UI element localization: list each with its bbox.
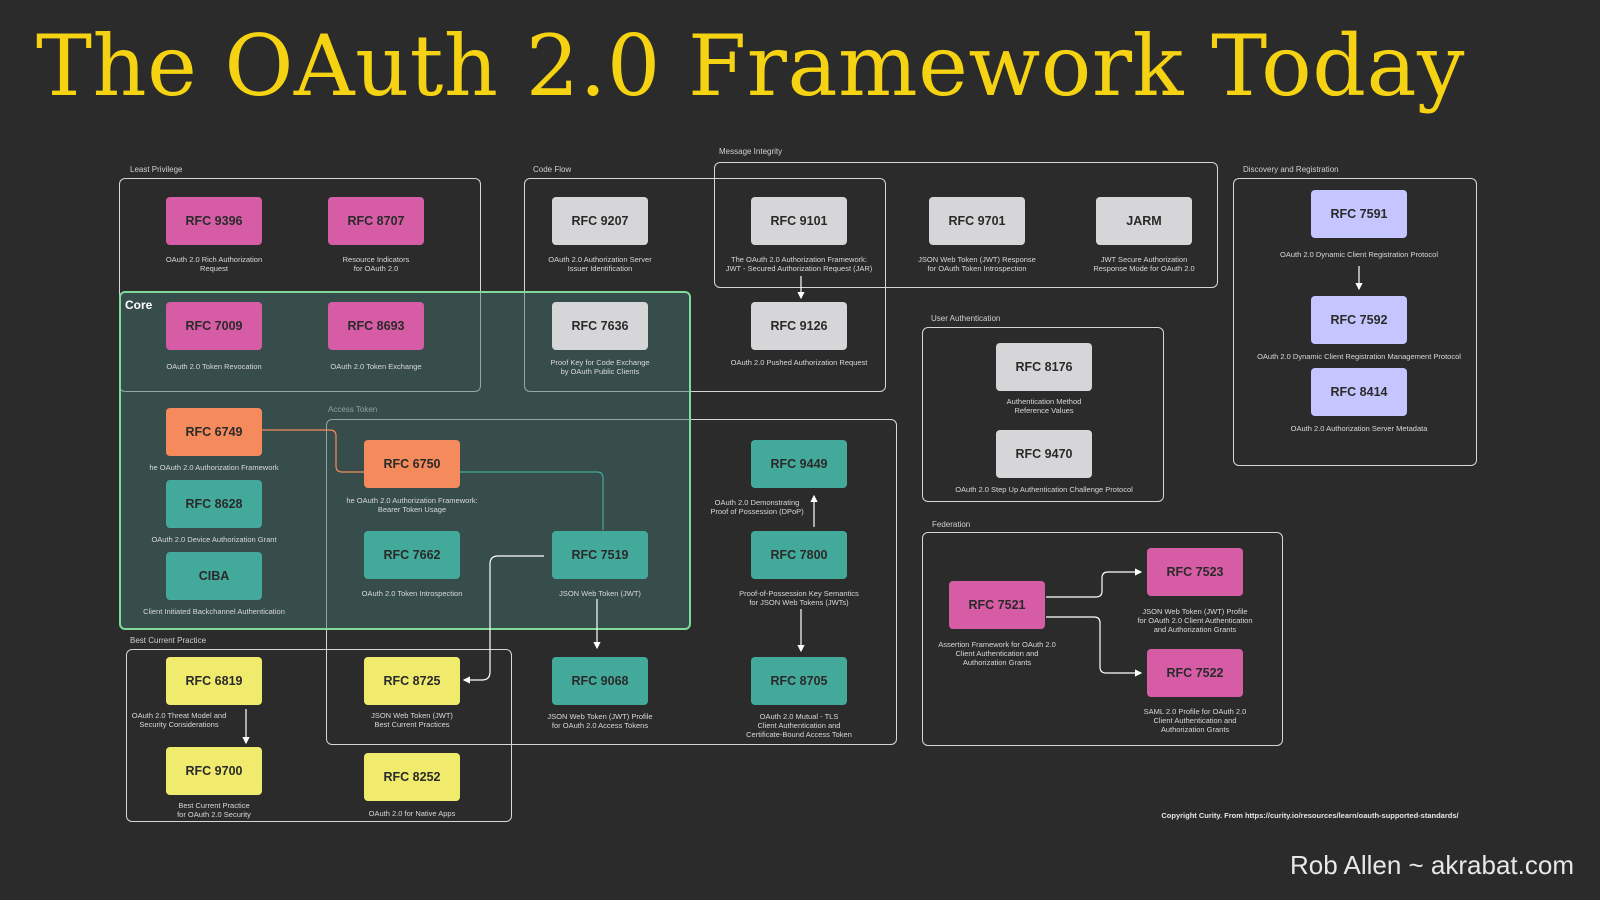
desc-rfc9126: OAuth 2.0 Pushed Authorization Request [730,358,868,367]
node-rfc9068[interactable]: RFC 9068 [552,657,648,705]
desc-rfc7519: JSON Web Token (JWT) [559,589,641,598]
node-rfc9701[interactable]: RFC 9701 [929,197,1025,245]
desc-rfc8725: JSON Web Token (JWT)Best Current Practic… [371,711,453,729]
desc-rfc8693: OAuth 2.0 Token Exchange [330,362,422,371]
group-label-core: Core [125,298,153,312]
node-rfc8628[interactable]: RFC 8628 [166,480,262,528]
group-label-bcp: Best Current Practice [130,636,207,645]
arrow-7521-7523 [1046,568,1143,598]
desc-rfc8252: OAuth 2.0 for Native Apps [368,809,456,818]
node-rfc9101[interactable]: RFC 9101 [751,197,847,245]
node-rfc8725[interactable]: RFC 8725 [364,657,460,705]
desc-rfc7009: OAuth 2.0 Token Revocation [166,362,262,371]
group-user-auth [922,327,1164,502]
group-access-token [326,419,897,745]
node-rfc8705[interactable]: RFC 8705 [751,657,847,705]
node-rfc7519[interactable]: RFC 7519 [552,531,648,579]
node-rfc7636[interactable]: RFC 7636 [552,302,648,350]
node-rfc7009[interactable]: RFC 7009 [166,302,262,350]
node-rfc9207[interactable]: RFC 9207 [552,197,648,245]
node-rfc6749[interactable]: RFC 6749 [166,408,262,456]
desc-rfc9470: OAuth 2.0 Step Up Authentication Challen… [955,485,1133,494]
node-rfc7591[interactable]: RFC 7591 [1311,190,1407,238]
node-rfc7800[interactable]: RFC 7800 [751,531,847,579]
node-rfc8176[interactable]: RFC 8176 [996,343,1092,391]
desc-rfc7662: OAuth 2.0 Token Introspection [361,589,463,598]
node-rfc8414[interactable]: RFC 8414 [1311,368,1407,416]
desc-rfc9101: The OAuth 2.0 Authorization Framework:JW… [725,255,873,273]
node-rfc8693[interactable]: RFC 8693 [328,302,424,350]
desc-rfc8628: OAuth 2.0 Device Authorization Grant [151,535,277,544]
node-rfc9700[interactable]: RFC 9700 [166,747,262,795]
node-rfc8707[interactable]: RFC 8707 [328,197,424,245]
desc-ciba: Client Initiated Backchannel Authenticat… [143,607,285,616]
arrow-7521-7522 [1046,616,1143,677]
group-label-federation: Federation [932,520,971,529]
group-label-code-flow: Code Flow [533,165,572,174]
desc-rfc6750: he OAuth 2.0 Authorization Framework:Bea… [346,496,478,514]
node-rfc9449[interactable]: RFC 9449 [751,440,847,488]
node-rfc7592[interactable]: RFC 7592 [1311,296,1407,344]
desc-rfc7591: OAuth 2.0 Dynamic Client Registration Pr… [1280,250,1438,259]
node-rfc9126[interactable]: RFC 9126 [751,302,847,350]
group-code-flow [524,178,886,392]
group-label-discovery: Discovery and Registration [1243,165,1339,174]
group-label-message-integrity: Message Integrity [719,147,783,156]
desc-rfc6749: he OAuth 2.0 Authorization Framework [149,463,279,472]
node-rfc8252[interactable]: RFC 8252 [364,753,460,801]
copyright-credit: Copyright Curity. From https://curity.io… [1161,811,1459,820]
group-label-least-privilege: Least Privilege [130,165,183,174]
node-jarm[interactable]: JARM [1096,197,1192,245]
group-label-user-auth: User Authentication [931,314,1001,323]
node-rfc7521[interactable]: RFC 7521 [949,581,1045,629]
connector-6750-7519 [460,471,604,530]
group-least-privilege [119,178,481,392]
node-rfc6819[interactable]: RFC 6819 [166,657,262,705]
desc-rfc8414: OAuth 2.0 Authorization Server Metadata [1290,424,1428,433]
node-rfc7523[interactable]: RFC 7523 [1147,548,1243,596]
connector-6749-6750 [262,429,364,473]
group-message-integrity [714,162,1218,288]
group-label-access-token: Access Token [328,405,378,414]
node-rfc9470[interactable]: RFC 9470 [996,430,1092,478]
node-rfc7522[interactable]: RFC 7522 [1147,649,1243,697]
arrow-7519-8725 [462,555,544,684]
node-rfc7662[interactable]: RFC 7662 [364,531,460,579]
group-federation [922,532,1283,746]
node-rfc9396[interactable]: RFC 9396 [166,197,262,245]
group-discovery [1233,178,1477,466]
node-rfc6750[interactable]: RFC 6750 [364,440,460,488]
page-title: The OAuth 2.0 Framework Today [36,17,1466,115]
author-footer: Rob Allen ~ akrabat.com [1290,850,1574,880]
group-bcp [126,649,512,822]
node-ciba[interactable]: CIBA [166,552,262,600]
desc-rfc7592: OAuth 2.0 Dynamic Client Registration Ma… [1257,352,1461,361]
